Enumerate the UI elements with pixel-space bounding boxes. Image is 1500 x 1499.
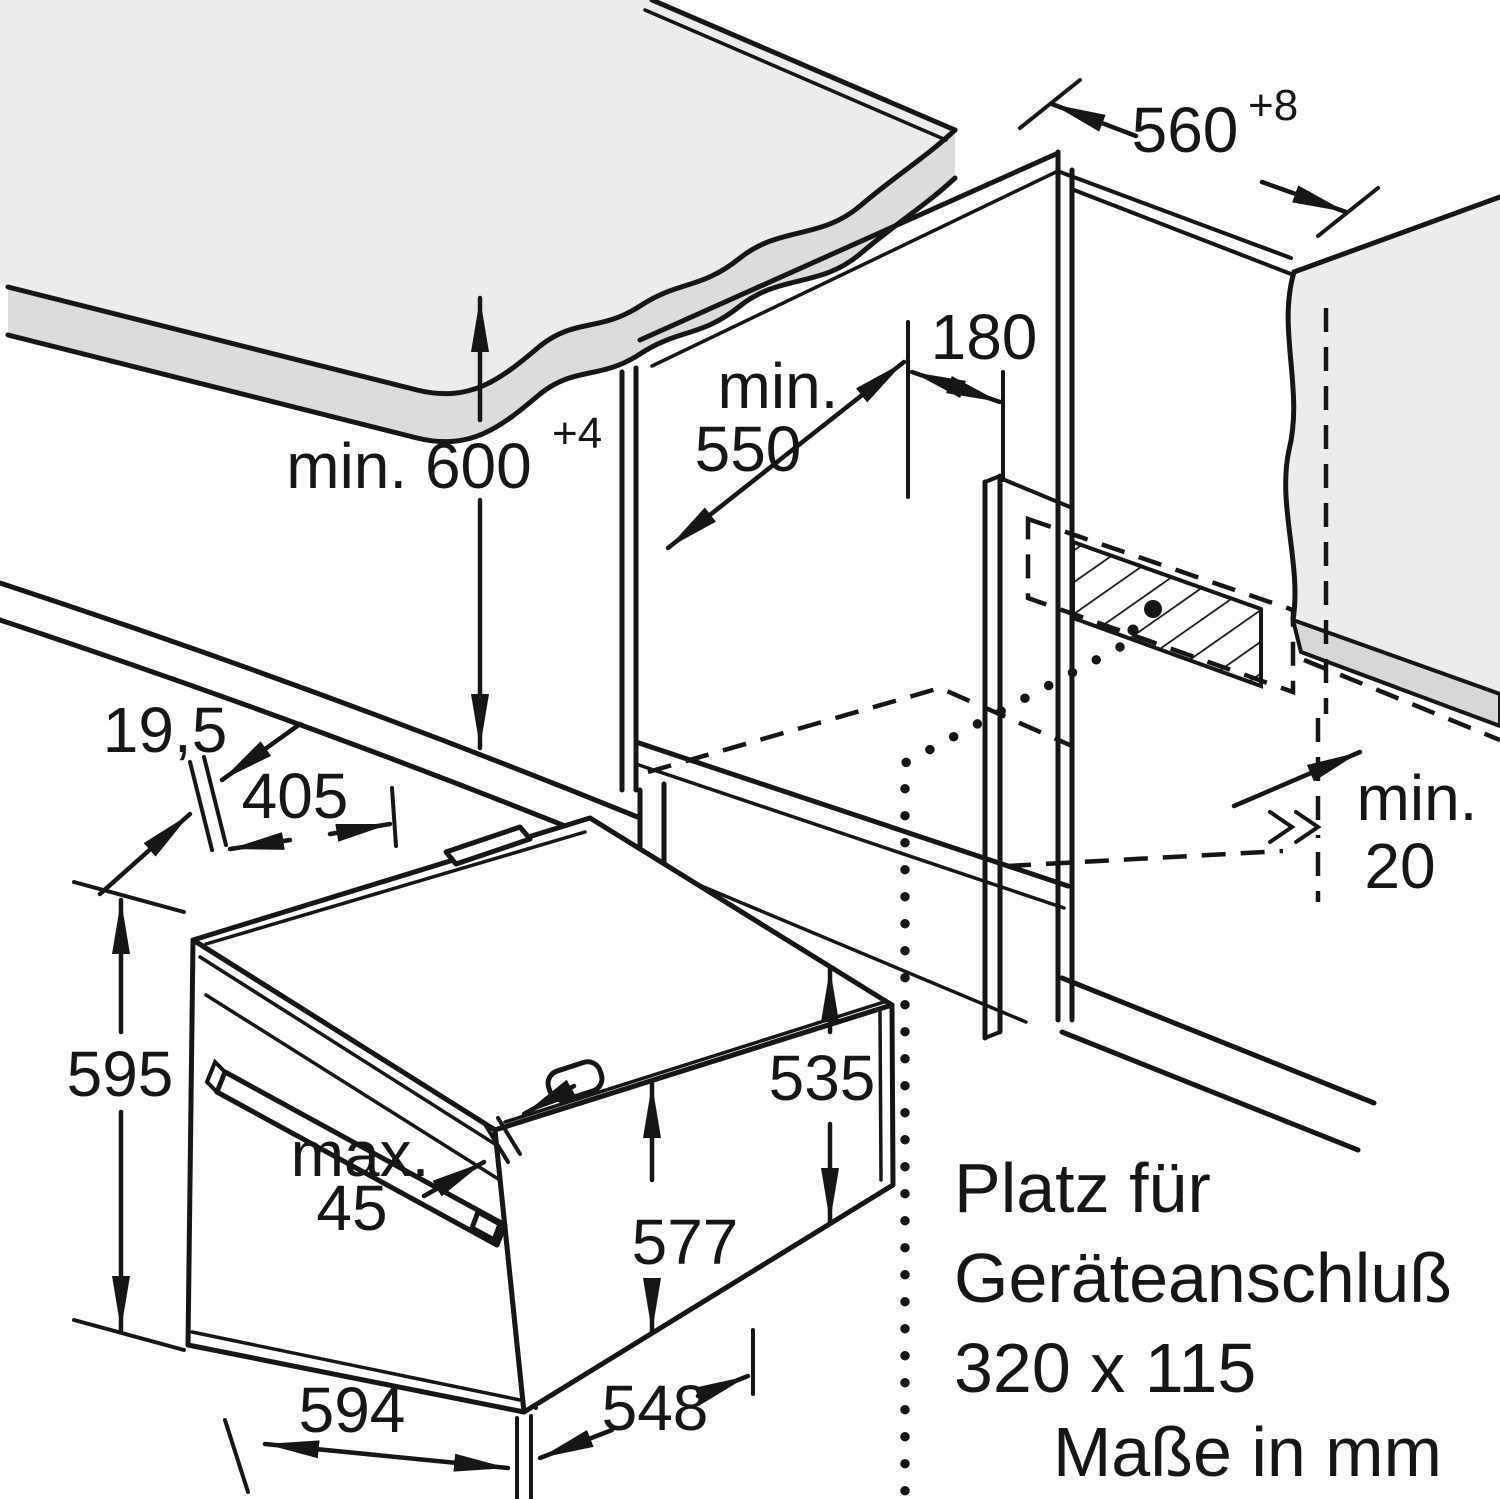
dim-handle-depth-label-2: 45 [316, 1172, 387, 1244]
dim-front-height-label: 595 [67, 1038, 174, 1110]
connection-note-line2: Geräteanschluß [954, 1239, 1452, 1317]
dim-body-depth-label: 548 [602, 1372, 709, 1444]
dim-niche-depth-label-1: min. [718, 350, 839, 422]
connection-area-hatch [1071, 539, 1263, 689]
oven-side-face [492, 1002, 896, 1415]
rear-wall-connection-area [982, 473, 1296, 1041]
dim-rear-gap-label-1: min. [1357, 762, 1478, 834]
dim-frame-thickness-label: 19,5 [103, 694, 228, 766]
dim-rear-gap-label-2: 20 [1364, 830, 1435, 902]
dimension-labels: min. 600 +4 560 +8 min. 550 180 min. 20 … [67, 81, 1478, 1446]
adjacent-wall [1283, 194, 1500, 743]
oven [185, 815, 896, 1499]
dim-niche-height-label: min. 600 [286, 430, 531, 502]
dim-body-height-label: 577 [632, 1206, 739, 1278]
dim-body-rear-height-label: 535 [769, 1042, 876, 1114]
dim-front-width-label: 594 [299, 1374, 406, 1446]
countertop [0, 0, 958, 445]
dim-niche-height-tolerance: +4 [552, 409, 602, 458]
dim-niche-width-label: 560 [1132, 94, 1239, 166]
dim-panel-depth-label: 405 [242, 760, 349, 832]
oven-door-handle [214, 1069, 508, 1248]
dim-niche-depth-label-2: 550 [695, 413, 802, 485]
connection-point-dot [1144, 600, 1162, 618]
connection-note-line3: 320 x 115 [954, 1329, 1256, 1407]
oven-control-tab [443, 824, 533, 867]
dim-handle-depth-label-1: max. [291, 1118, 430, 1190]
dim-niche-width-tolerance: +8 [1248, 81, 1298, 130]
connection-note-line1: Platz für [954, 1149, 1211, 1227]
center-dotted-line [900, 642, 1125, 1499]
annotation-texts: Platz für Geräteanschluß 320 x 115 Maße … [954, 1149, 1452, 1491]
dimension-graphics [72, 78, 1380, 1494]
units-label: Maße in mm [1053, 1413, 1442, 1491]
connection-space-outline [1025, 515, 1296, 696]
connection-point-dot-small [1127, 624, 1139, 636]
dim-top-clearance-label: 180 [931, 301, 1038, 373]
